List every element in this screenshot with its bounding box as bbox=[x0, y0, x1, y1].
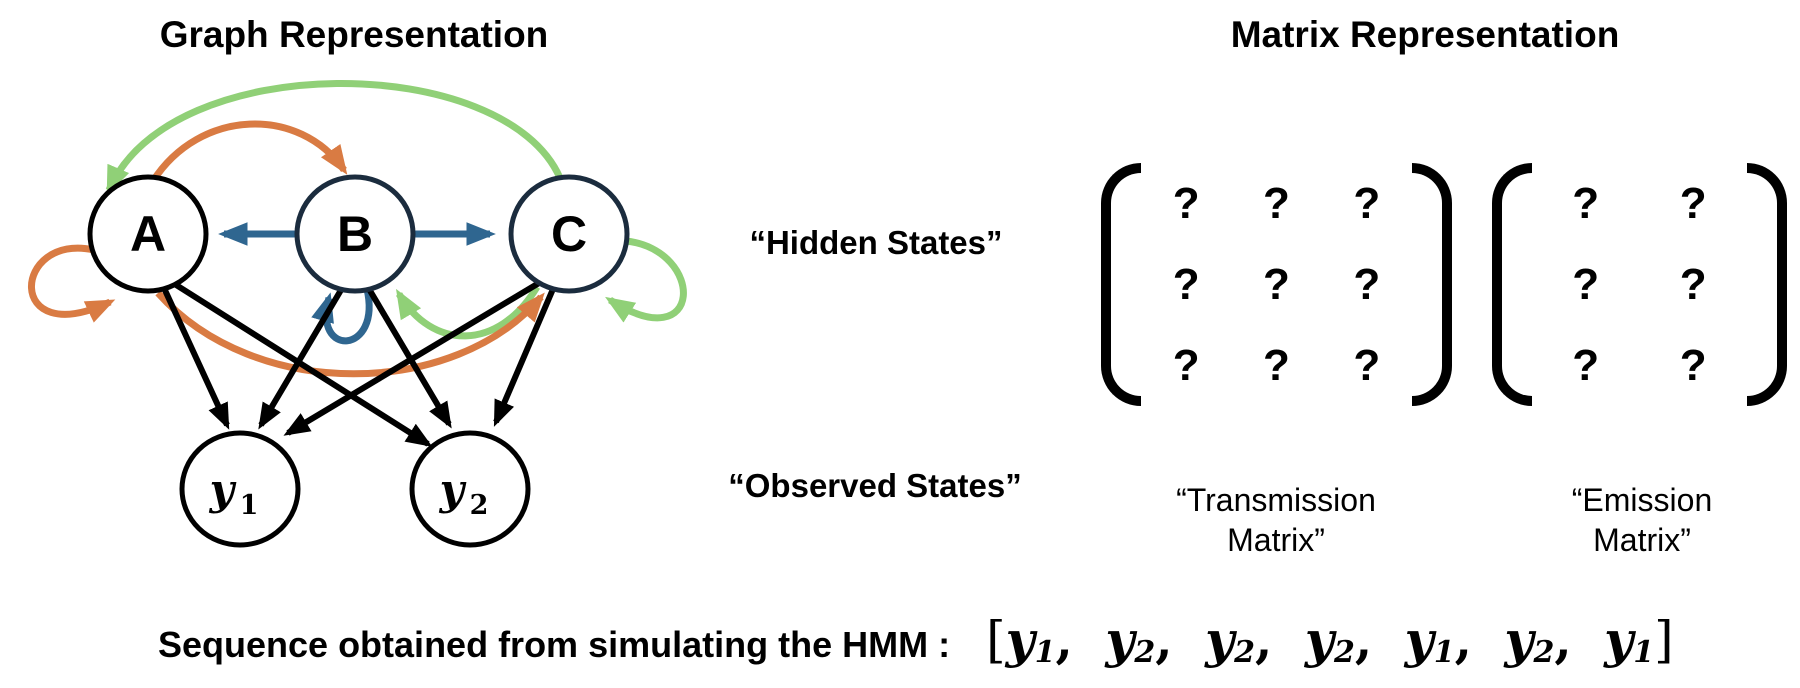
node-C-label: C bbox=[551, 206, 587, 262]
edge-c-to-y1 bbox=[283, 280, 541, 436]
transmission-label-line1: “Transmission bbox=[1176, 482, 1376, 518]
matrix-cell: ? bbox=[1263, 340, 1290, 390]
sequence-item: y2 bbox=[1504, 610, 1555, 671]
observed-states-label: “Observed States” bbox=[728, 467, 1022, 504]
sequence-sub: 2 bbox=[1234, 635, 1256, 671]
sequence-var: y bbox=[1304, 610, 1334, 669]
edge-b-to-y2 bbox=[366, 287, 452, 429]
sequence-math: [y1, y2, y2, y2, y1, y2, y1] bbox=[986, 610, 1674, 671]
sequence-item: y1 bbox=[1604, 610, 1655, 671]
matrix-cell: ? bbox=[1172, 178, 1200, 228]
sequence-caption: Sequence obtained from simulating the HM… bbox=[158, 624, 951, 665]
sequence-separator: , bbox=[1055, 610, 1091, 669]
matrix-cell: ? bbox=[1679, 259, 1707, 309]
sequence-var: y bbox=[1205, 610, 1235, 669]
node-A: A bbox=[87, 174, 209, 294]
sequence-separator: , bbox=[1354, 610, 1390, 669]
sequence-var: y bbox=[1504, 610, 1534, 669]
sequence-sub: 1 bbox=[1433, 635, 1455, 671]
matrix-cell: ? bbox=[1263, 259, 1290, 309]
left-parenthesis-icon bbox=[1492, 163, 1532, 406]
sequence-sub: 1 bbox=[1633, 635, 1655, 671]
edge-c-self-loop bbox=[605, 237, 687, 323]
matrix-cell: ? bbox=[1679, 340, 1707, 390]
transmission-matrix-cells: ????????? bbox=[1141, 163, 1412, 406]
matrix-cell: ? bbox=[1572, 340, 1600, 390]
sequence-separator: , bbox=[1255, 610, 1290, 669]
emission-label-line1: “Emission bbox=[1571, 482, 1713, 518]
graph-representation-title: Graph Representation bbox=[159, 14, 549, 55]
sequence-var: y bbox=[1105, 610, 1135, 669]
sequence-item: y2 bbox=[1304, 610, 1355, 671]
node-y1: y 1 bbox=[179, 430, 301, 548]
edge-b-self-loop bbox=[311, 288, 373, 345]
open-bracket: [ bbox=[986, 611, 1006, 669]
edge-a-to-y2 bbox=[171, 280, 433, 447]
matrix-cell: ? bbox=[1572, 178, 1600, 228]
sequence-item: y1 bbox=[1005, 610, 1056, 671]
node-y2: y 2 bbox=[409, 430, 531, 548]
node-B: B bbox=[294, 174, 416, 294]
emission-matrix-cells: ?????? bbox=[1532, 163, 1747, 406]
right-parenthesis-icon bbox=[1412, 163, 1452, 406]
node-A-label: A bbox=[130, 206, 166, 262]
matrix-cell: ? bbox=[1353, 340, 1381, 390]
sequence-sub: 2 bbox=[1333, 635, 1355, 671]
sequence-var: y bbox=[1005, 610, 1035, 669]
close-bracket: ] bbox=[1654, 611, 1674, 669]
sequence-item: y1 bbox=[1404, 610, 1455, 671]
sequence-var: y bbox=[1404, 610, 1434, 669]
matrix-cell: ? bbox=[1572, 259, 1600, 309]
sequence-row: Sequence obtained from simulating the HM… bbox=[158, 610, 1674, 671]
edge-a-to-c bbox=[155, 290, 545, 378]
transmission-matrix-label: “Transmission Matrix” bbox=[1106, 480, 1446, 560]
matrix-cell: ? bbox=[1172, 259, 1200, 309]
sequence-sub: 2 bbox=[1134, 635, 1156, 671]
transmission-label-line2: Matrix” bbox=[1227, 522, 1325, 558]
edge-a-to-b bbox=[150, 120, 348, 183]
edge-a-self-loop bbox=[28, 244, 116, 323]
matrix-cell: ? bbox=[1263, 178, 1290, 228]
sequence-sub: 2 bbox=[1533, 635, 1555, 671]
hmm-graph: A B C y 1 y 2 bbox=[28, 80, 687, 548]
node-y2-label: y 2 bbox=[439, 465, 489, 521]
matrix-cell: ? bbox=[1353, 259, 1381, 309]
sequence-var: y bbox=[1604, 610, 1634, 669]
edge-b-to-y1 bbox=[258, 288, 344, 430]
emission-matrix-label: “Emission Matrix” bbox=[1472, 480, 1800, 560]
node-y1-label: y 1 bbox=[209, 465, 259, 521]
emission-label-line2: Matrix” bbox=[1593, 522, 1691, 558]
transmission-matrix: ????????? bbox=[1101, 163, 1452, 406]
edge-a-to-y1 bbox=[161, 286, 230, 430]
node-B-label: B bbox=[337, 206, 373, 262]
sequence-sub: 1 bbox=[1034, 635, 1056, 671]
node-C: C bbox=[508, 174, 630, 294]
edge-c-to-y2 bbox=[493, 287, 556, 427]
matrix-cell: ? bbox=[1679, 178, 1707, 228]
edge-c-to-a bbox=[105, 80, 564, 196]
sequence-separator: , bbox=[1554, 610, 1590, 669]
matrix-cell: ? bbox=[1172, 340, 1200, 390]
left-parenthesis-icon bbox=[1101, 163, 1141, 406]
matrix-cell: ? bbox=[1353, 178, 1381, 228]
sequence-separator: , bbox=[1155, 610, 1191, 669]
sequence-item: y2 bbox=[1205, 610, 1256, 671]
matrix-representation-title: Matrix Representation bbox=[1230, 14, 1620, 55]
sequence-separator: , bbox=[1454, 610, 1490, 669]
emission-matrix: ?????? bbox=[1492, 163, 1787, 406]
sequence-item: y2 bbox=[1105, 610, 1156, 671]
hidden-states-label: “Hidden States” bbox=[749, 224, 1003, 261]
right-parenthesis-icon bbox=[1747, 163, 1787, 406]
